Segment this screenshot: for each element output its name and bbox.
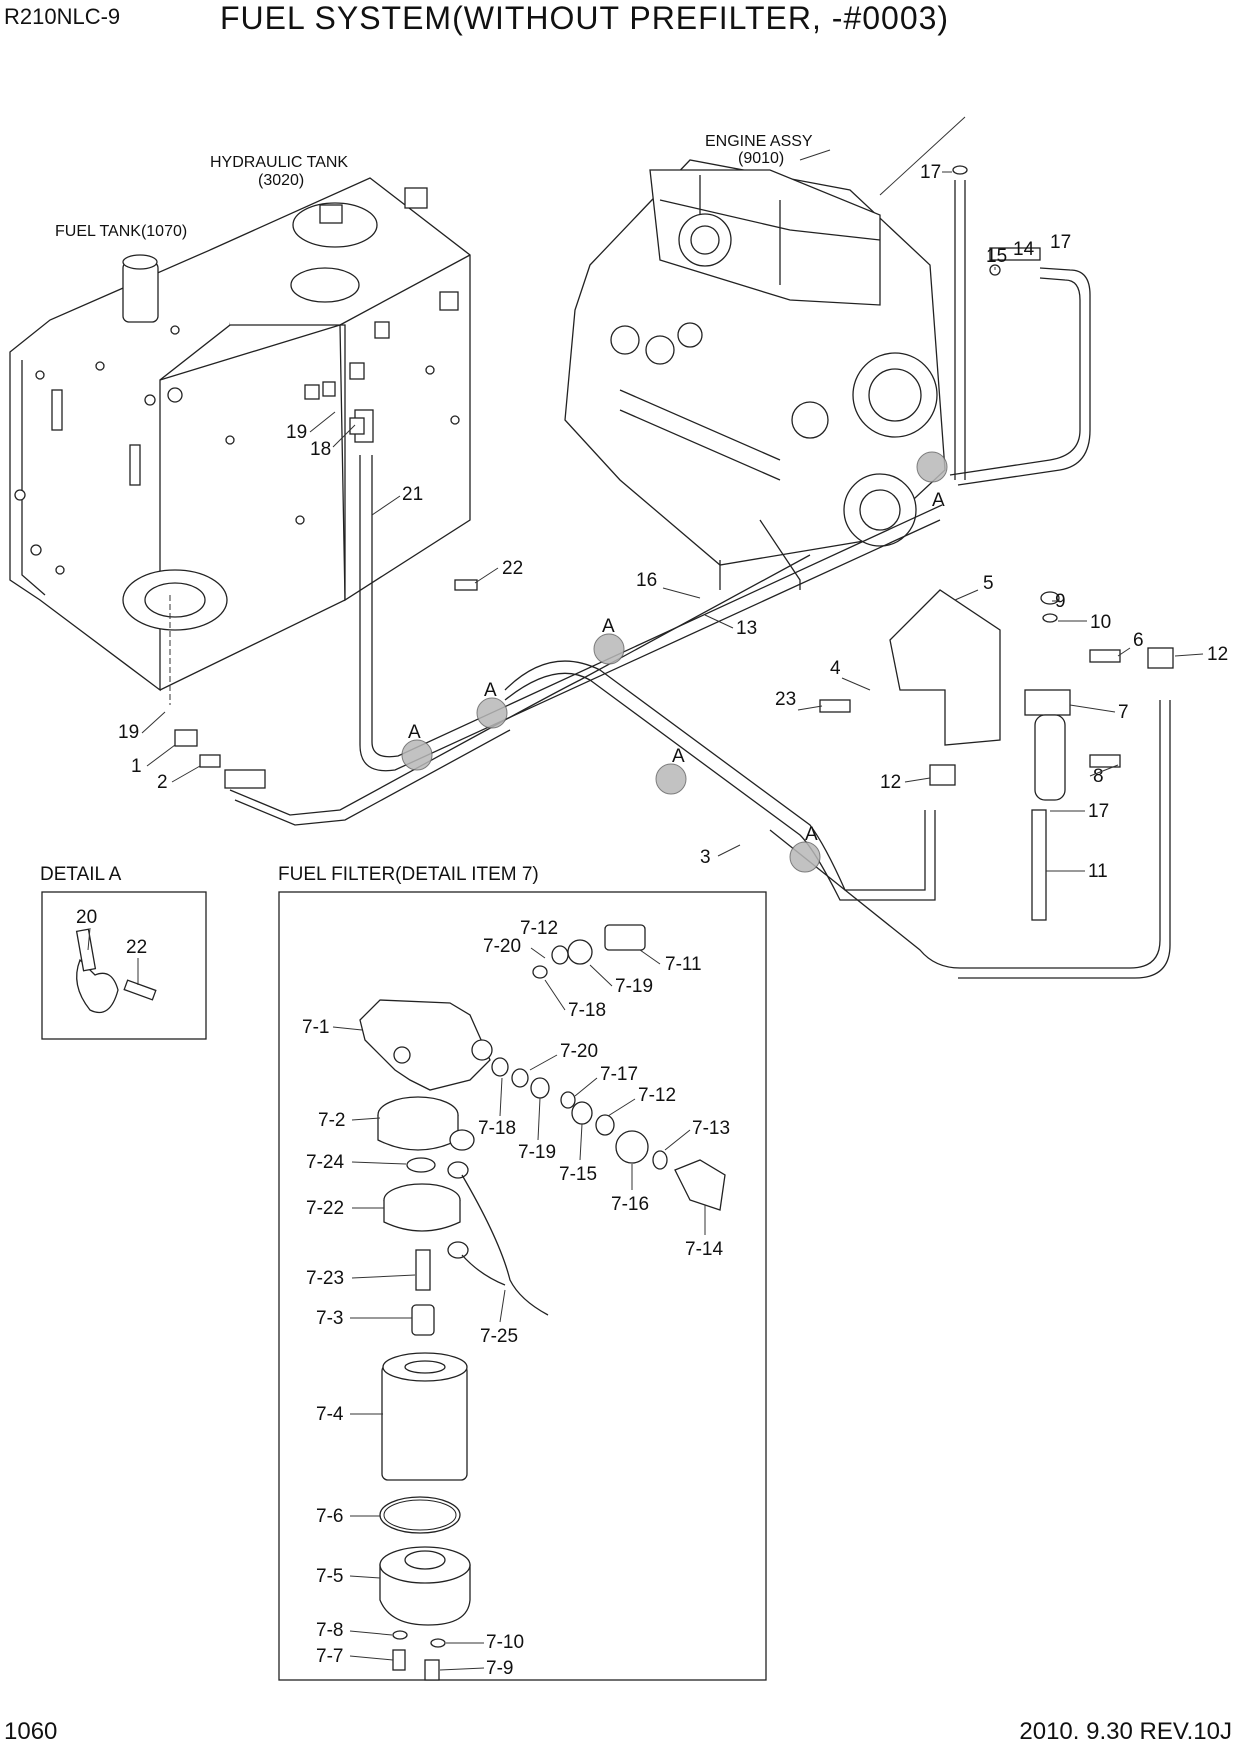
callout-8: 8	[1093, 766, 1104, 787]
callout-11: 11	[1088, 861, 1108, 882]
filter-callout-7-16: 7-16	[611, 1194, 649, 1215]
hydraulic-tank-label: HYDRAULIC TANK	[210, 154, 348, 171]
fuel-tank-drawing	[9, 177, 471, 705]
detail-marker-label: A	[672, 746, 685, 767]
main-callouts: 17 15 14 17 19 18 21 22 16 13 5 9 10 6 1…	[118, 162, 1228, 882]
detail-a-marker	[655, 763, 687, 795]
callout-4: 4	[830, 658, 841, 679]
filter-callout-7-3: 7-3	[316, 1308, 343, 1329]
callout-17-filter: 17	[1088, 801, 1109, 822]
filter-callout-7-15: 7-15	[559, 1164, 597, 1185]
filter-callout-7-24: 7-24	[306, 1152, 344, 1173]
callout-9: 9	[1055, 591, 1066, 612]
callout-1: 1	[131, 756, 142, 777]
callout-14: 14	[1013, 239, 1035, 260]
detail-callout-20: 20	[76, 907, 97, 928]
callout-21: 21	[402, 484, 423, 505]
detail-marker-label: A	[602, 616, 615, 637]
filter-callout-7-5: 7-5	[316, 1566, 343, 1587]
filter-callout-7-7: 7-7	[316, 1646, 343, 1667]
filter-callout-7-20-top: 7-20	[483, 936, 521, 957]
filter-callout-7-13: 7-13	[692, 1118, 730, 1139]
fuel-tank-label: FUEL TANK(1070)	[55, 223, 187, 240]
filter-callout-7-12: 7-12	[638, 1085, 676, 1106]
page-number: 1060	[4, 1718, 58, 1745]
detail-a-marker	[593, 633, 625, 665]
callout-6: 6	[1133, 630, 1144, 651]
callout-3: 3	[700, 847, 711, 868]
fuel-lines	[229, 180, 1171, 979]
filter-callout-7-2: 7-2	[318, 1110, 345, 1131]
filter-callout-7-6: 7-6	[316, 1506, 343, 1527]
filter-callout-7-25: 7-25	[480, 1326, 518, 1347]
filter-callout-7-17: 7-17	[600, 1064, 638, 1085]
engine-assy-label: ENGINE ASSY	[705, 133, 813, 150]
detail-marker-label: A	[408, 722, 421, 743]
filter-callout-7-12-top: 7-12	[520, 918, 558, 939]
detail-a-marker	[789, 841, 821, 873]
filter-callout-7-22: 7-22	[306, 1198, 344, 1219]
callout-5: 5	[983, 573, 994, 594]
detail-marker-label: A	[805, 824, 818, 845]
hydraulic-tank-code: (3020)	[258, 172, 304, 189]
filter-callout-7-9: 7-9	[486, 1658, 513, 1679]
callout-12-right: 12	[1207, 644, 1228, 665]
detail-marker-label: A	[484, 680, 497, 701]
callout-16: 16	[636, 570, 657, 591]
fuel-filter-assembly-small	[174, 165, 1174, 801]
callout-7: 7	[1118, 702, 1129, 723]
detail-marker-label: A	[932, 490, 945, 511]
filter-callout-7-4: 7-4	[316, 1404, 344, 1425]
filter-callout-7-14: 7-14	[685, 1239, 723, 1260]
filter-callout-7-23: 7-23	[306, 1268, 344, 1289]
callout-17-right: 17	[1050, 232, 1071, 253]
filter-callout-7-19-top: 7-19	[615, 976, 653, 997]
detail-a-markers	[401, 451, 948, 873]
revision-stamp: 2010. 9.30 REV.10J	[1019, 1718, 1232, 1745]
filter-callout-7-8: 7-8	[316, 1620, 343, 1641]
detail-a-marker	[476, 697, 508, 729]
detail-callout-22: 22	[126, 937, 147, 958]
callout-19-bottom: 19	[118, 722, 139, 743]
filter-callout-7-19: 7-19	[518, 1142, 556, 1163]
fuel-filter-detail-title: FUEL FILTER(DETAIL ITEM 7)	[278, 864, 539, 885]
detail-a-box: DETAIL A 20 22	[40, 864, 207, 1040]
filter-callout-7-18: 7-18	[478, 1118, 516, 1139]
callout-15: 15	[986, 246, 1007, 267]
callout-19-top: 19	[286, 422, 307, 443]
callout-10: 10	[1090, 612, 1111, 633]
callout-12-left: 12	[880, 772, 901, 793]
callout-18: 18	[310, 439, 331, 460]
fuel-filter-detail-box: FUEL FILTER(DETAIL ITEM 7)	[278, 864, 767, 1681]
callout-23: 23	[775, 689, 796, 710]
filter-callout-7-10: 7-10	[486, 1632, 524, 1653]
page-title: FUEL SYSTEM(WITHOUT PREFILTER, -#0003)	[220, 0, 950, 36]
detail-a-marker	[916, 451, 948, 483]
filter-callout-7-18-top: 7-18	[568, 1000, 606, 1021]
callout-22: 22	[502, 558, 523, 579]
filter-callout-7-1: 7-1	[302, 1017, 329, 1038]
filter-callout-7-20: 7-20	[560, 1041, 598, 1062]
detail-a-marker	[401, 739, 433, 771]
callout-13: 13	[736, 618, 757, 639]
detail-a-title: DETAIL A	[40, 864, 122, 885]
model-number: R210NLC-9	[4, 4, 121, 29]
filter-callout-7-11: 7-11	[665, 954, 702, 975]
callout-17-top: 17	[920, 162, 941, 183]
engine-assy-code: (9010)	[738, 150, 784, 167]
callout-2: 2	[157, 772, 168, 793]
engine-drawing	[564, 159, 946, 590]
